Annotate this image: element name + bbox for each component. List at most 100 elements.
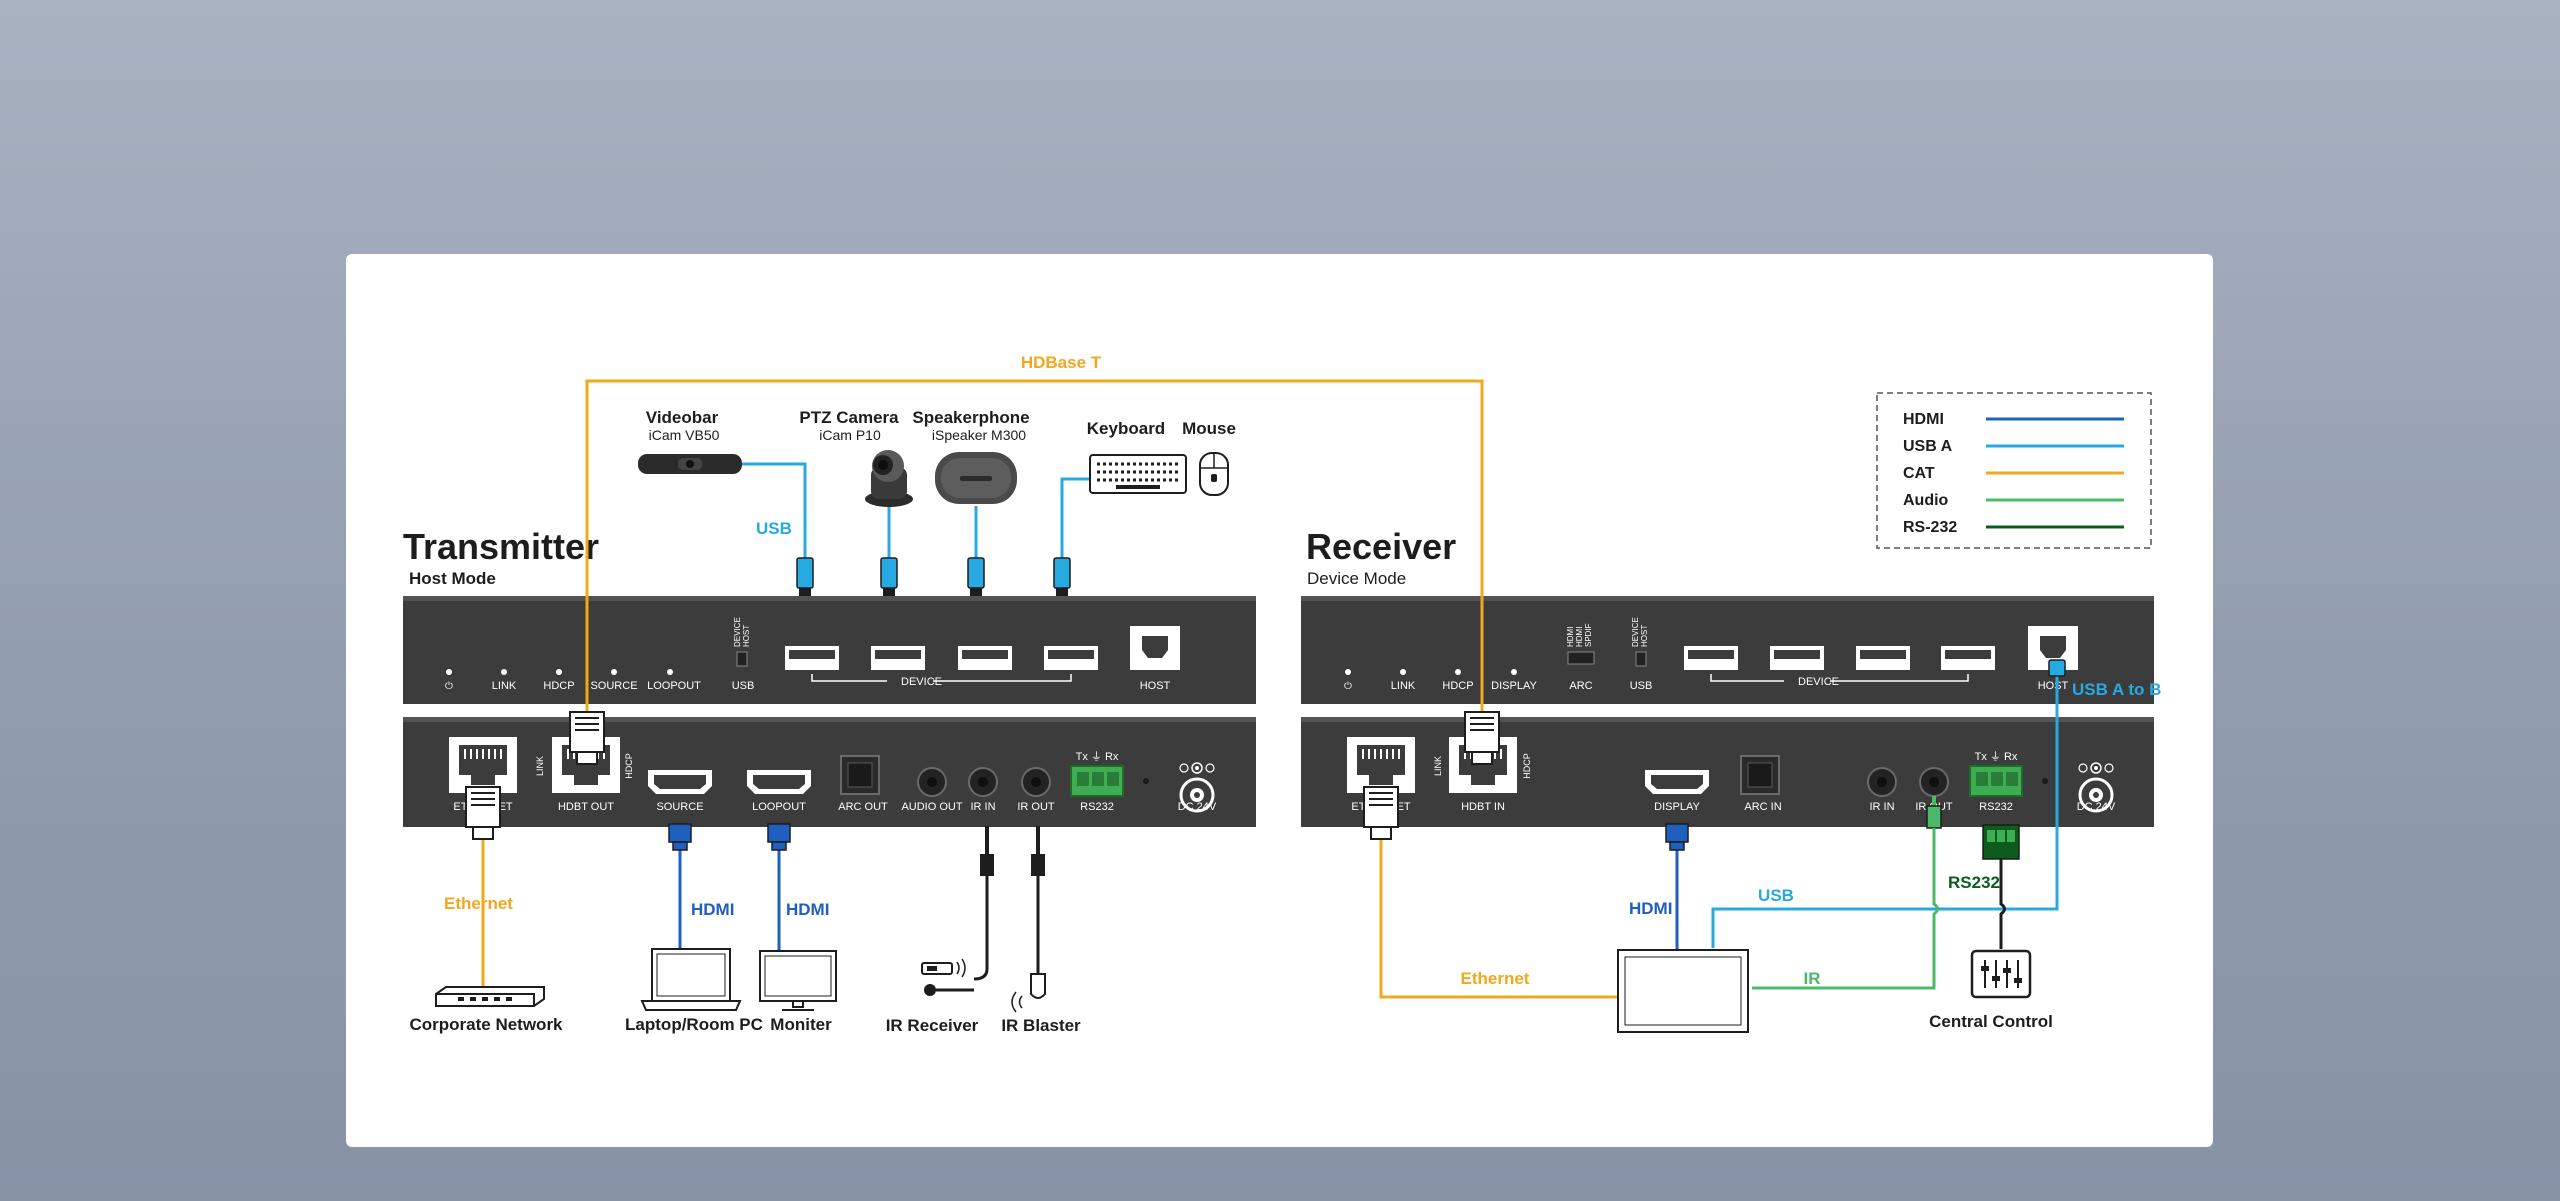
receiver-ir-in-jack[interactable] — [1867, 767, 1897, 797]
hdmi-display-label: HDMI — [1629, 899, 1672, 918]
usb-switch-option-host: HOST — [742, 625, 751, 647]
transmitter-host-usb-b-port[interactable]: HOST — [1130, 626, 1180, 692]
receiver-usb-switch[interactable]: DEVICE HOST USB — [1630, 617, 1653, 692]
receiver-device-usb-ports[interactable]: DEVICE — [1684, 646, 1995, 688]
arc-switch-label: ARC — [1569, 680, 1592, 692]
central-control-label: Central Control — [1929, 1012, 2053, 1031]
usb-cables-tx — [742, 462, 1089, 597]
rs232-rx-label: RS232 — [1948, 873, 2000, 892]
legend-label-3: Audio — [1903, 492, 1949, 509]
rx-led-display-label: DISPLAY — [1491, 680, 1537, 692]
rx-port-label-arc-in: ARC IN — [1744, 801, 1781, 813]
legend-label-2: CAT — [1903, 465, 1935, 482]
receiver-arc-switch[interactable]: HDMI HDMI SPDIF ARC — [1566, 623, 1595, 692]
receiver-ethernet-port[interactable] — [1346, 736, 1416, 794]
speakerphone-model: iSpeaker M300 — [932, 427, 1026, 443]
tx-link-label: LINK — [535, 756, 545, 776]
rx-rs232-pins: Tx ⏚ Rx — [1975, 750, 2018, 763]
port-label-loopout: LOOPOUT — [752, 801, 806, 813]
laptop-icon — [640, 948, 742, 1011]
transmitter-dc-power-jack[interactable] — [1179, 762, 1215, 813]
usb-a-to-b-cable — [1711, 668, 2059, 948]
device-label: DEVICE — [901, 676, 942, 688]
rx-link-label: LINK — [1433, 756, 1443, 776]
tx-ethernet-cable — [481, 836, 486, 1006]
transmitter-source-hdmi-port[interactable] — [648, 770, 712, 794]
rx-led-power-label: ⏻ — [1344, 681, 1352, 692]
rx-led-hdcp-label: HDCP — [1442, 680, 1473, 692]
transmitter-audio-out-jack[interactable] — [917, 767, 947, 797]
rx-ethernet-cable — [1379, 836, 1620, 999]
transmitter-ir-out-jack[interactable] — [1021, 767, 1051, 797]
rx-usb-option-device: DEVICE — [1631, 617, 1640, 647]
receiver-arc-in-port[interactable] — [1740, 755, 1780, 795]
led-hdcp-label: HDCP — [543, 680, 574, 692]
tx-rs232-pins: Tx ⏚ Rx — [1076, 750, 1119, 763]
port-label-hdbt-out: HDBT OUT — [558, 801, 614, 813]
network-switch-icon — [435, 986, 545, 1007]
host-label: HOST — [1140, 680, 1171, 692]
rx-usb-switch-label: USB — [1630, 680, 1653, 692]
tx-ethernet-label: Ethernet — [444, 894, 513, 913]
transmitter-loopout-hdmi-port[interactable] — [747, 770, 811, 794]
receiver-title: Receiver — [1306, 526, 1456, 567]
port-label-audio-out: AUDIO OUT — [901, 801, 962, 813]
receiver-indicators: ⏻ LINK HDCP DISPLAY — [1344, 669, 1537, 692]
keyboard-icon — [1089, 454, 1187, 494]
hdmi-plug-rx — [1665, 823, 1689, 851]
ir-rx-label: IR — [1804, 969, 1821, 988]
monitor-icon — [759, 950, 837, 1011]
monitor-label: Moniter — [770, 1015, 832, 1034]
rx-ethernet-label: Ethernet — [1461, 969, 1530, 988]
receiver-dc-power-jack[interactable] — [2078, 762, 2114, 813]
laptop-label: Laptop/Room PC — [625, 1015, 763, 1034]
port-label-ir-in: IR IN — [970, 801, 995, 813]
receiver-display-hdmi-port[interactable] — [1645, 770, 1709, 794]
transmitter-rs232-port[interactable]: Tx ⏚ Rx — [1070, 750, 1124, 797]
speakerphone-name: Speakerphone — [912, 408, 1029, 427]
videobar-icon — [638, 454, 742, 474]
tx-hdcp-label: HDCP — [624, 753, 634, 779]
port-label-arc-out: ARC OUT — [838, 801, 888, 813]
ptz-model: iCam P10 — [819, 427, 881, 443]
hdmi-plugs-tx — [668, 823, 791, 851]
usb-tx-label: USB — [756, 519, 792, 538]
receiver-bottom-panel — [1301, 717, 2154, 827]
keyboard-label: Keyboard — [1087, 419, 1165, 438]
transmitter-ir-in-jack[interactable] — [968, 767, 998, 797]
usb-switch-option-device: DEVICE — [733, 617, 742, 647]
mouse-icon — [1199, 452, 1229, 496]
rx-port-label-ir-in: IR IN — [1869, 801, 1894, 813]
rx-host-label: HOST — [2038, 680, 2069, 692]
hdmi-laptop-label: HDMI — [691, 900, 734, 919]
rx-led-link-label: LINK — [1391, 680, 1416, 692]
port-label-rs232: RS232 — [1080, 801, 1114, 813]
port-label-dc-24v: DC 24V — [1178, 801, 1217, 813]
led-loopout-label: LOOPOUT — [647, 680, 701, 692]
port-label-source: SOURCE — [656, 801, 703, 813]
receiver-rs232-port[interactable]: Tx ⏚ Rx — [1969, 750, 2023, 797]
ir-rx-cable — [1752, 796, 1942, 990]
speakerphone-icon — [935, 452, 1017, 504]
arc-option-hdmi-1: HDMI — [1566, 627, 1575, 647]
ir-cables-tx — [973, 826, 1045, 981]
tx-ethernet-plug — [465, 786, 501, 840]
ptz-camera-icon — [865, 450, 913, 507]
transmitter-usb-switch[interactable]: DEVICE HOST USB — [732, 617, 755, 692]
videobar-model: iCam VB50 — [649, 427, 720, 443]
receiver-ir-out-jack[interactable] — [1919, 767, 1949, 797]
led-link-label: LINK — [492, 680, 517, 692]
transmitter-ethernet-port[interactable] — [448, 736, 518, 794]
ir-receiver-icon — [921, 958, 974, 996]
transmitter-arc-out-port[interactable] — [840, 755, 880, 795]
connection-diagram: Transmitter Host Mode ⏻ LINK HDCP SOURCE… — [403, 353, 2161, 1035]
legend-label-4: RS-232 — [1903, 519, 1957, 536]
usb-switch-label: USB — [732, 680, 755, 692]
hdbaset-label: HDBase T — [1021, 353, 1102, 372]
videobar-name: Videobar — [646, 408, 719, 427]
led-source-label: SOURCE — [590, 680, 637, 692]
transmitter-indicators: ⏻ LINK HDCP SOURCE LOOPOUT — [445, 669, 701, 692]
usb-rx-label: USB — [1758, 886, 1794, 905]
transmitter-device-usb-ports[interactable]: DEVICE — [785, 646, 1098, 688]
